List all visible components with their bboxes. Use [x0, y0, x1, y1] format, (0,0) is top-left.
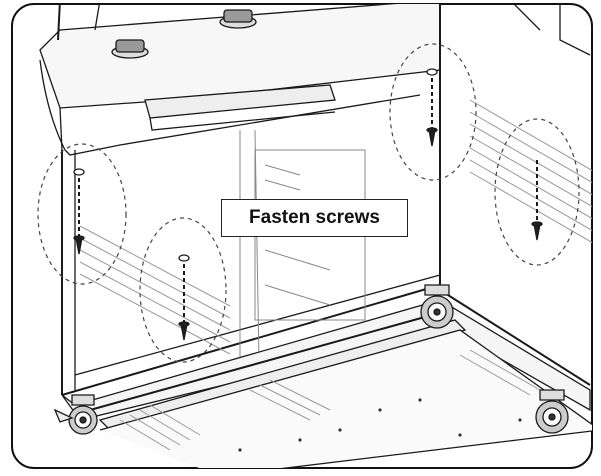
screw-icon — [73, 168, 85, 255]
control-knob-left — [111, 39, 149, 59]
left-frame-panel — [61, 150, 441, 396]
dashed-ellipse-icon — [494, 118, 580, 266]
screw-icon — [426, 68, 438, 147]
right-side-panel — [439, 4, 592, 386]
fasten-screws-callout: Fasten screws — [221, 199, 408, 237]
screw-icon — [178, 254, 190, 341]
caster-wheel-icon — [53, 394, 98, 435]
caster-wheel-icon — [420, 284, 454, 329]
dashed-ellipse-icon — [37, 143, 127, 285]
dashed-ellipse-icon — [389, 43, 477, 181]
base-frame — [61, 299, 592, 468]
control-knob-right — [219, 9, 257, 29]
caster-wheel-icon — [535, 389, 569, 434]
dashed-ellipse-icon — [139, 217, 227, 363]
callout-text: Fasten screws — [249, 207, 380, 228]
screw-icon — [531, 160, 543, 241]
